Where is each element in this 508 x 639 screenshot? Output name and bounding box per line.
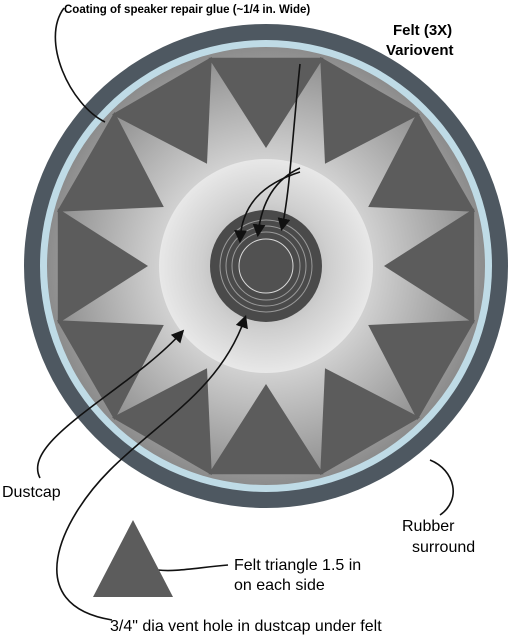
dustcap-label: Dustcap xyxy=(2,484,61,501)
vent-hole xyxy=(238,238,294,294)
felt-triangle xyxy=(368,320,476,420)
felt-triangle xyxy=(208,384,324,475)
felt-triangle-sample xyxy=(93,520,173,597)
vent-hole-leader-line xyxy=(56,314,248,621)
felt-triangles xyxy=(56,56,476,476)
rubber-label-line1: Rubber xyxy=(402,518,455,535)
felt-arrow-2 xyxy=(252,167,301,238)
triangle-label-line1: Felt triangle 1.5 in xyxy=(234,557,361,574)
triangle-leader-line xyxy=(157,564,229,572)
glue-label: Coating of speaker repair glue (~1/4 in.… xyxy=(64,4,310,16)
triangle-label-line2: on each side xyxy=(234,577,325,594)
felt-triangle xyxy=(56,320,164,420)
variovent-felt-layer-rings xyxy=(219,219,313,313)
glue-leader-line xyxy=(54,7,106,123)
felt-triangle xyxy=(56,112,164,212)
felt-label-line1: Felt (3X) xyxy=(393,22,452,39)
felt-triangle xyxy=(112,56,212,164)
felt-triangle xyxy=(57,208,148,324)
felt-label-line2: Variovent xyxy=(386,42,454,59)
rubber-label-line2: surround xyxy=(412,539,475,556)
vent-hole-label: 3/4" dia vent hole in dustcap under felt xyxy=(110,618,382,635)
felt-triangle xyxy=(320,56,420,164)
felt-triangle xyxy=(368,112,476,212)
felt-triangle xyxy=(208,57,324,148)
felt-arrow-3 xyxy=(234,171,301,244)
dustcap-leader-line xyxy=(36,329,185,479)
felt-arrow-1 xyxy=(277,63,301,232)
felt-triangle xyxy=(112,368,212,476)
rubber-leader-line xyxy=(429,459,454,516)
felt-triangle xyxy=(384,208,475,324)
felt-triangle xyxy=(320,368,420,476)
